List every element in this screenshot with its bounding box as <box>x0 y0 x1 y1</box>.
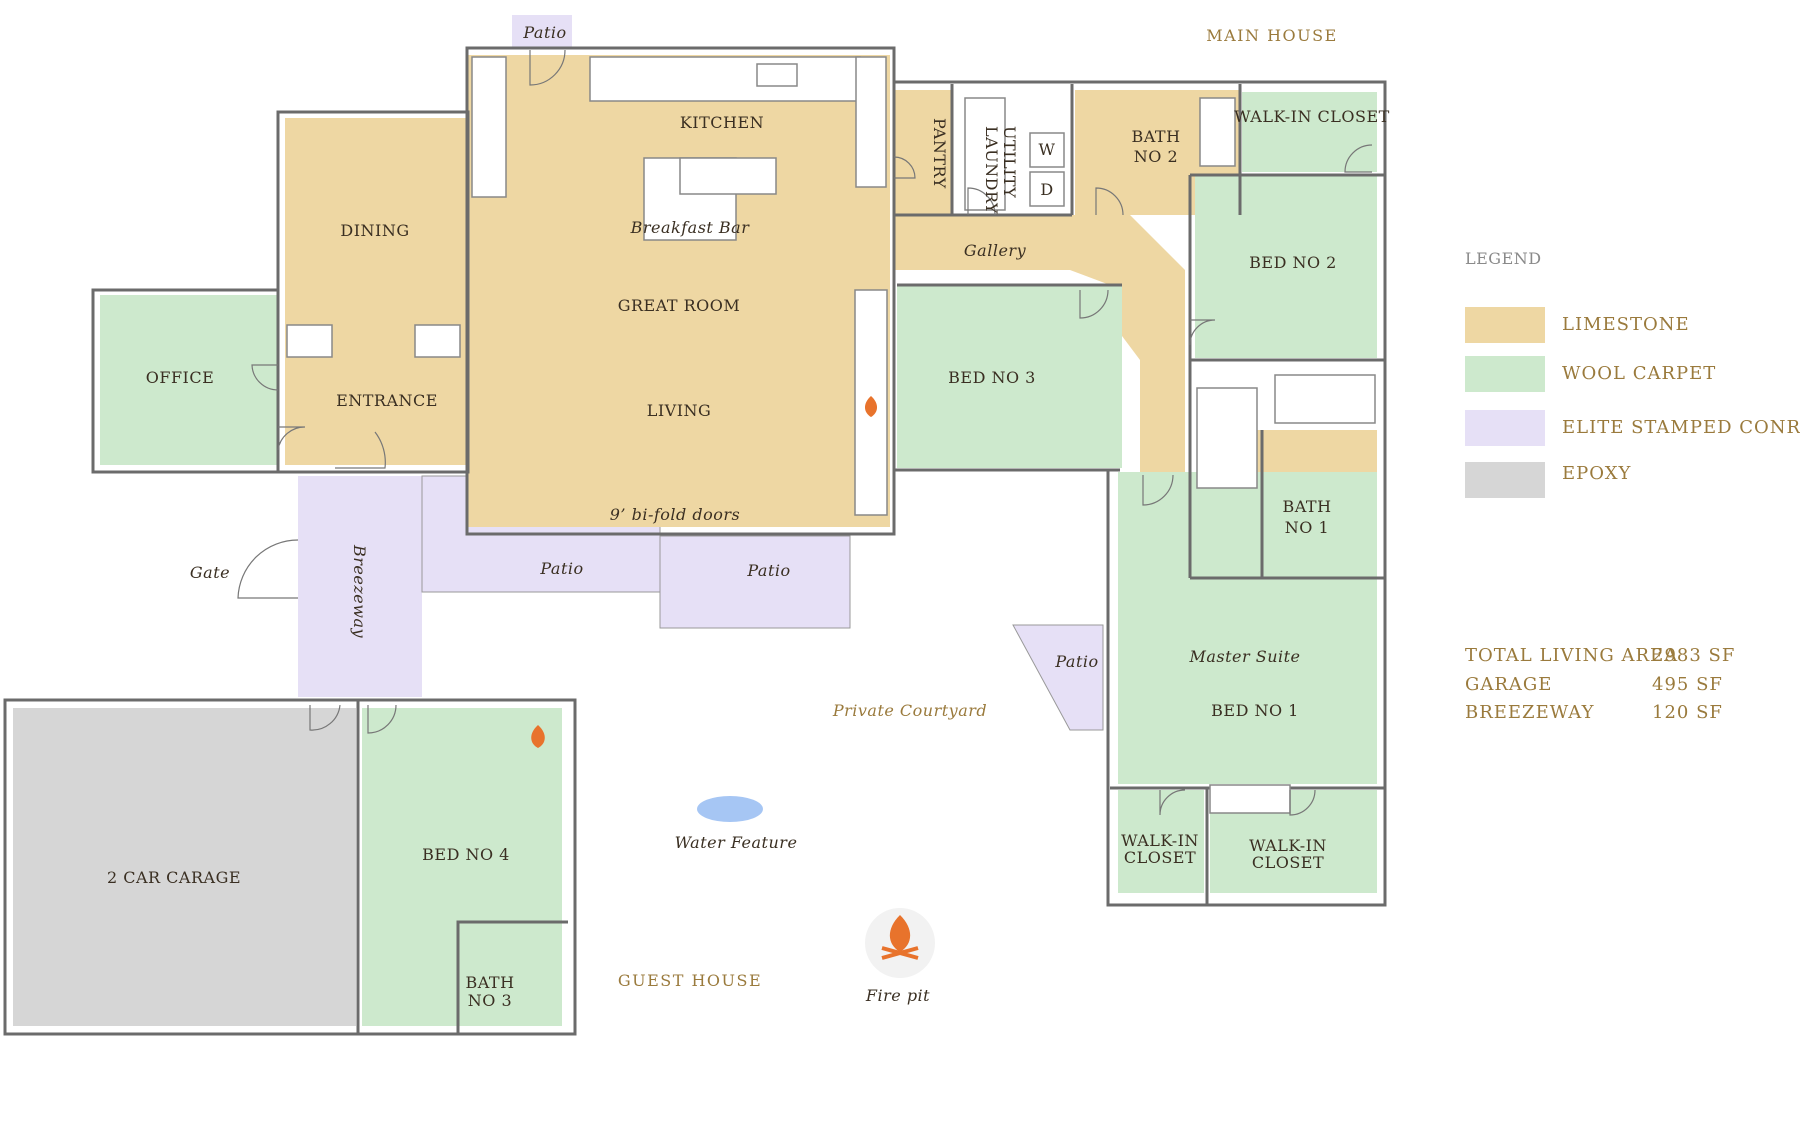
bed2-floor <box>1195 175 1377 358</box>
master-suite-label: Master Suite <box>1188 647 1300 666</box>
legend-swatch-epoxy <box>1465 462 1545 498</box>
wool-carpet-floors <box>100 92 1377 1026</box>
washer-label: W <box>1039 140 1056 159</box>
walkin-top-label: WALK-IN CLOSET <box>1234 107 1390 126</box>
outdoor-labels: Patio Gate Breezeway Patio Patio Patio P… <box>190 23 1098 1005</box>
fire-pit-label: Fire pit <box>865 986 930 1005</box>
gate-label: Gate <box>190 563 230 582</box>
great-room-label: GREAT ROOM <box>618 296 741 315</box>
living-label: LIVING <box>647 401 712 420</box>
bed3-floor <box>897 285 1122 468</box>
dryer-label: D <box>1040 180 1053 199</box>
private-courtyard-label: Private Courtyard <box>832 701 987 720</box>
utility-label: UTILITY <box>1000 126 1019 198</box>
legend-label-wool-carpet: WOOL CARPET <box>1562 363 1716 384</box>
patio-top-label: Patio <box>522 23 566 42</box>
walkin-a-line2: CLOSET <box>1124 848 1196 867</box>
legend-swatch-wool-carpet <box>1465 356 1545 392</box>
bed4-label: BED NO 4 <box>422 845 510 864</box>
dining-floor <box>285 118 475 465</box>
bed3-label: BED NO 3 <box>948 368 1036 387</box>
legend-label-stamped-concrete: ELITE STAMPED CONRETE <box>1562 417 1800 438</box>
main-house-heading: MAIN HOUSE <box>1206 26 1338 45</box>
dining-label: DINING <box>340 221 409 240</box>
office-floor <box>100 295 278 465</box>
breakfast-bar-label: Breakfast Bar <box>630 218 751 237</box>
bath2-label-line1: BATH <box>1131 127 1180 146</box>
bath3-label-line1: BATH <box>465 973 514 992</box>
great-room-floor <box>468 55 890 527</box>
patio-right-area <box>659 535 851 629</box>
area-label-total: TOTAL LIVING AREA <box>1465 645 1678 666</box>
fireplace-icon <box>864 396 878 417</box>
breezeway-area <box>298 476 422 697</box>
dryer <box>1029 171 1065 207</box>
patio-courtyard-label: Patio <box>1054 652 1098 671</box>
area-value-breezeway: 120 SF <box>1652 702 1723 723</box>
door-swings <box>237 49 1373 816</box>
patio-top-area <box>512 15 572 47</box>
guest-fireplace-icon <box>531 725 545 748</box>
area-value-total: 2983 SF <box>1652 645 1735 666</box>
room-labels: KITCHEN Breakfast Bar DINING GREAT ROOM … <box>107 107 1390 1010</box>
pantry-floor <box>893 90 951 215</box>
washer <box>1029 132 1065 168</box>
fire-pit-icon <box>881 915 919 960</box>
legend-swatch-stamped-concrete <box>1465 410 1545 446</box>
walkin-b-line2: CLOSET <box>1252 853 1324 872</box>
office-label: OFFICE <box>146 368 215 387</box>
area-label-garage: GARAGE <box>1465 674 1552 695</box>
legend-label-epoxy: EPOXY <box>1562 463 1632 484</box>
walkin-top-floor <box>1242 92 1377 172</box>
gallery-floor <box>893 215 1185 472</box>
patio-courtyard-area <box>1012 624 1104 731</box>
bed1-label: BED NO 1 <box>1211 701 1299 720</box>
gallery-label: Gallery <box>964 241 1027 260</box>
legend-label-limestone: LIMESTONE <box>1562 314 1690 335</box>
legend: LEGEND LIMESTONE WOOL CARPET ELITE STAMP… <box>1465 249 1800 498</box>
guest-house-heading: GUEST HOUSE <box>618 971 762 990</box>
pantry-label: PANTRY <box>930 118 949 189</box>
bath1-label-line1: BATH <box>1282 497 1331 516</box>
bath2-label-line2: NO 2 <box>1134 147 1178 166</box>
garage-label: 2 CAR CARAGE <box>107 868 241 887</box>
breezeway-label: Breezeway <box>350 544 369 638</box>
walkin-b-line1: WALK-IN <box>1249 836 1327 855</box>
patio-left-label: Patio <box>539 559 583 578</box>
area-value-garage: 495 SF <box>1652 674 1723 695</box>
bifold-doors-label: 9’ bi-fold doors <box>610 505 740 524</box>
bath1-label-line2: NO 1 <box>1285 518 1329 537</box>
legend-swatch-limestone <box>1465 307 1545 343</box>
patio-right-label: Patio <box>746 561 790 580</box>
legend-title: LEGEND <box>1465 249 1542 268</box>
laundry-label: LAUNDRY <box>982 126 1001 214</box>
bath3-label-line2: NO 3 <box>468 991 512 1010</box>
area-table: TOTAL LIVING AREA 2983 SF GARAGE 495 SF … <box>1465 645 1735 723</box>
water-feature-pool <box>697 796 763 822</box>
area-label-breezeway: BREEZEWAY <box>1465 702 1595 723</box>
water-feature-label: Water Feature <box>675 833 798 852</box>
walkin-a-line1: WALK-IN <box>1121 831 1199 850</box>
garage-floor <box>13 708 356 1026</box>
master-floor <box>1118 472 1377 784</box>
bed4-floor <box>362 708 562 1026</box>
bed2-label: BED NO 2 <box>1249 253 1337 272</box>
walls <box>3 46 1387 1036</box>
kitchen-label: KITCHEN <box>680 113 764 132</box>
entrance-label: ENTRANCE <box>336 391 438 410</box>
